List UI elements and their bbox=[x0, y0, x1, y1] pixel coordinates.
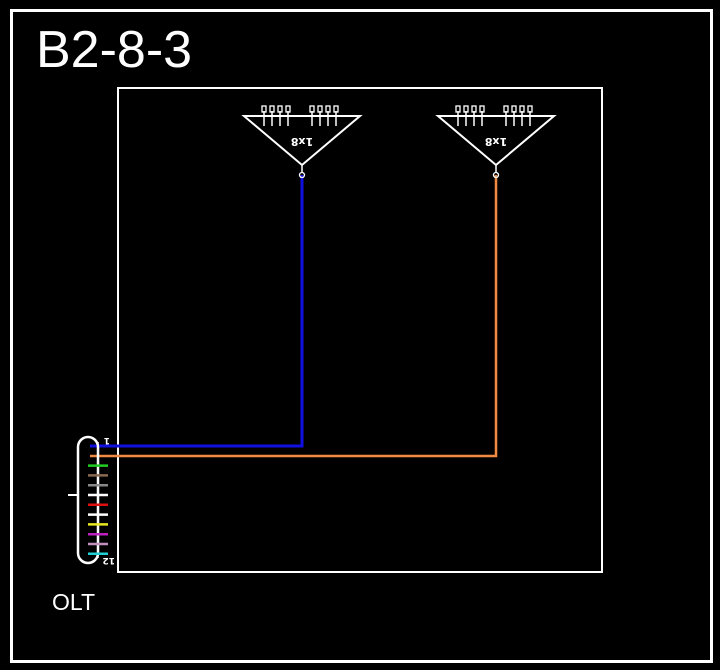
splitter-output-port[interactable] bbox=[519, 105, 525, 113]
olt-port-first-label: 1 bbox=[104, 435, 110, 445]
cabinet-title: B2-8-3 bbox=[36, 21, 193, 79]
fiber-route-1[interactable] bbox=[90, 175, 304, 448]
splitter-label: 1x8 bbox=[485, 135, 507, 148]
splitter-output-port[interactable] bbox=[511, 105, 517, 113]
splitter-output-port[interactable] bbox=[527, 105, 533, 113]
splitter-input-port[interactable] bbox=[298, 171, 306, 179]
cabinet-frame bbox=[10, 9, 713, 663]
olt-fiber-ticks bbox=[88, 464, 108, 556]
splitter-input-port[interactable] bbox=[492, 171, 500, 179]
splitter-2[interactable]: 1x8 bbox=[435, 105, 557, 179]
splitter-output-port[interactable] bbox=[309, 105, 315, 113]
splitter-label: 1x8 bbox=[291, 135, 313, 148]
splitter-output-port[interactable] bbox=[455, 105, 461, 113]
olt-connector[interactable]: 1 12 bbox=[68, 435, 115, 565]
splitter-output-port[interactable] bbox=[261, 105, 267, 113]
splitter-1[interactable]: 1x8 bbox=[241, 105, 363, 179]
splitter-output-port[interactable] bbox=[479, 105, 485, 113]
splitter-output-port[interactable] bbox=[463, 105, 469, 113]
splitter-output-port[interactable] bbox=[333, 105, 339, 113]
splitter-output-port[interactable] bbox=[269, 105, 275, 113]
fiber-route-2[interactable] bbox=[90, 175, 498, 458]
olt-port-last-label: 12 bbox=[102, 555, 115, 565]
splitter-output-port[interactable] bbox=[503, 105, 509, 113]
splitter-output-port[interactable] bbox=[471, 105, 477, 113]
splitter-output-port[interactable] bbox=[277, 105, 283, 113]
splitter-triangle bbox=[241, 115, 363, 167]
olt-label: OLT bbox=[52, 589, 96, 615]
enclosure-box bbox=[117, 87, 603, 573]
splitter-output-port[interactable] bbox=[325, 105, 331, 113]
splitter-output-port[interactable] bbox=[317, 105, 323, 113]
splitter-triangle bbox=[435, 115, 557, 167]
splitter-output-port[interactable] bbox=[285, 105, 291, 113]
